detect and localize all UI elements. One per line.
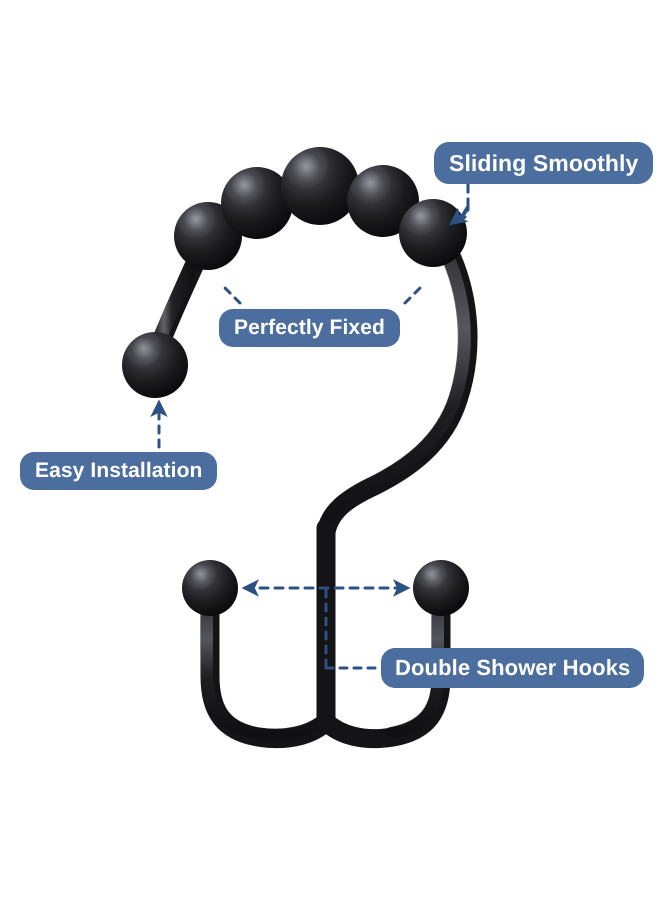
s-curve-highlight: [318, 253, 471, 538]
callout-double-shower-hooks[interactable]: Double Shower Hooks: [381, 648, 645, 688]
left-hook-highlight: [201, 601, 330, 741]
roller-bead: [281, 147, 359, 225]
callout-sliding-smoothly-label: Sliding Smoothly: [449, 149, 639, 176]
roller-bead: [347, 165, 419, 237]
roller-bead-chain: [174, 147, 467, 270]
roller-bead: [399, 199, 467, 267]
sliding-smoothly-arrow: [449, 207, 469, 226]
callout-easy-installation-label: Easy Installation: [35, 459, 203, 482]
callout-sliding-smoothly[interactable]: Sliding Smoothly: [434, 142, 654, 184]
callout-perfectly-fixed[interactable]: Perfectly Fixed: [219, 309, 400, 347]
callout-connectors: [150, 182, 470, 670]
hook-body: [122, 147, 478, 749]
fixed-right-dash: [403, 283, 425, 305]
end-ball: [122, 332, 188, 398]
roller-bead: [221, 167, 293, 239]
fixed-left-dash: [221, 284, 242, 305]
left-hook-ball: [182, 560, 238, 616]
right-hook-ball: [413, 560, 469, 616]
callout-easy-installation[interactable]: Easy Installation: [20, 452, 218, 490]
callout-double-shower-hooks-label: Double Shower Hooks: [395, 655, 631, 680]
callout-perfectly-fixed-label: Perfectly Fixed: [234, 316, 385, 339]
